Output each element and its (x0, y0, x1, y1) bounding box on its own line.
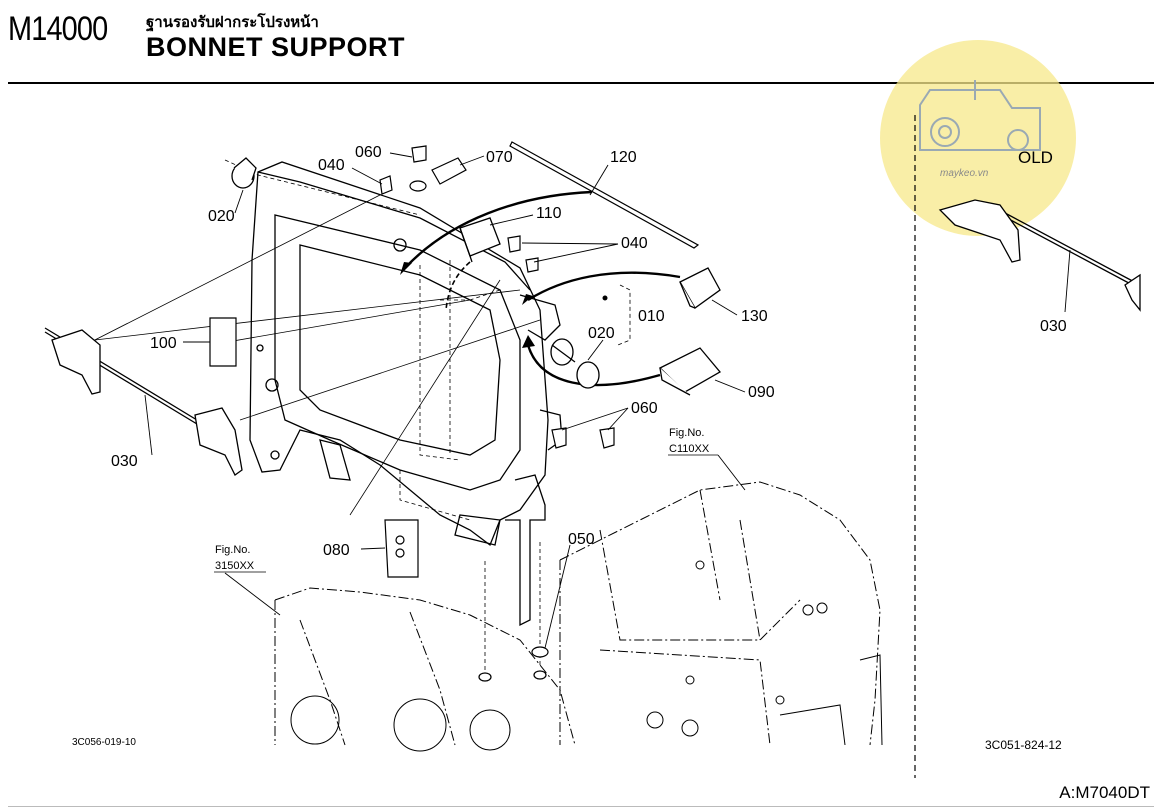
part-030-rod-right (938, 199, 1141, 312)
label-040-top: 040 (318, 157, 345, 174)
page-title-thai: ฐานรองรับฝากระโปรงหน้า (146, 13, 319, 31)
label-120: 120 (610, 149, 637, 166)
part-020-bushing-top (231, 157, 257, 189)
fig-ref-1-number: 3150XX (215, 560, 255, 572)
label-130: 130 (741, 308, 768, 325)
tractor-icon (919, 80, 1041, 151)
label-060-top: 060 (355, 144, 382, 161)
label-080: 080 (323, 542, 350, 559)
hidden-lines (224, 159, 631, 670)
part-110-cover (459, 217, 501, 263)
fig-ref-1-label: Fig.No. (215, 544, 250, 556)
part-100-plate (209, 317, 237, 367)
label-110: 110 (536, 205, 562, 222)
assembly-arrows (404, 190, 681, 387)
part-010-bracket-mark (602, 295, 608, 301)
watermark-old-label: OLD (1018, 148, 1053, 167)
fig-ref-2-number: C110XX (669, 443, 710, 455)
watermark-logo: OLD maykeo.vn (880, 40, 1076, 236)
label-100: 100 (150, 335, 177, 352)
label-010: 010 (638, 308, 665, 325)
label-050: 050 (568, 531, 595, 548)
drawing-code-left: 3C056-019-10 (72, 737, 136, 748)
leader-lines (84, 194, 541, 516)
label-040-mid: 040 (621, 235, 648, 252)
footer-divider (8, 806, 1154, 807)
part-020-bushing-mid (550, 338, 600, 389)
header-divider (8, 82, 1154, 84)
callout-leaders (144, 152, 1071, 649)
part-070-shim (431, 157, 467, 185)
drawing-code-right: 3C051-824-12 (985, 738, 1062, 752)
watermark-circle (880, 40, 1076, 236)
part-080-plate (384, 519, 419, 578)
model-code: A:M7040DT (1059, 783, 1150, 802)
part-030-rod-left (44, 327, 243, 476)
page-title: BONNET SUPPORT (146, 32, 406, 62)
figure-references: Fig.No. 3150XX Fig.No. C110XX (214, 427, 718, 573)
arrow-heads (400, 262, 535, 348)
label-020-top: 020 (208, 208, 235, 225)
label-030-right: 030 (1040, 318, 1067, 335)
section-code: M14000 (8, 10, 108, 48)
label-070: 070 (486, 149, 513, 166)
part-labels: 060 040 070 120 110 040 020 010 020 130 … (111, 144, 1067, 559)
label-030-left: 030 (111, 453, 138, 470)
label-090: 090 (748, 384, 775, 401)
fig-ref-2-label: Fig.No. (669, 427, 704, 439)
bolts (379, 145, 615, 682)
watermark-site: maykeo.vn (940, 168, 989, 179)
part-120-strip (509, 141, 700, 249)
transmission-housing (274, 481, 881, 746)
housing-details (290, 560, 883, 752)
part-090-cover (658, 347, 721, 396)
label-060-low: 060 (631, 400, 658, 417)
label-020-mid: 020 (588, 325, 615, 342)
bonnet-support-frame (249, 161, 563, 627)
part-130-cover (679, 267, 721, 309)
